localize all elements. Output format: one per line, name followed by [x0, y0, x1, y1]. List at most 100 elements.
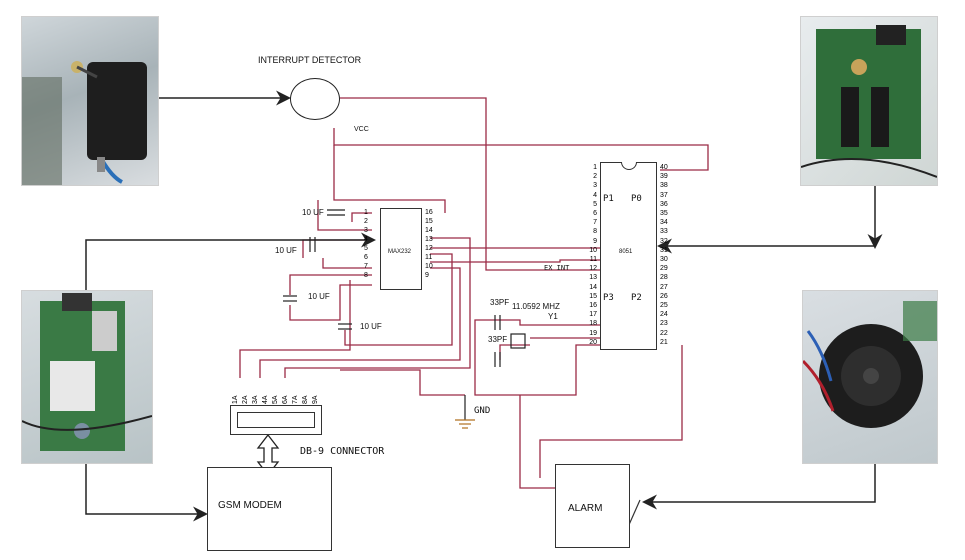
- db9-pin-label: 4A: [262, 395, 269, 404]
- db9-pin-label: 7A: [292, 395, 299, 404]
- mcu-pin-number: 24: [660, 311, 668, 319]
- crystal-cap1-label: 33PF: [490, 298, 510, 307]
- crystal-cap2-label: 33PF: [488, 335, 508, 344]
- mcu-pin-number: 5: [593, 200, 597, 208]
- mcu-pin-number: 9: [593, 237, 597, 245]
- mcu-pin-number: 11: [589, 256, 597, 264]
- mcu-pin-number: 26: [660, 292, 668, 300]
- mcu-pin-number: 14: [589, 283, 597, 291]
- cap3-label: 10 UF: [308, 292, 330, 301]
- max232-pin-number: 8: [364, 272, 368, 279]
- mcu-pin-number: 29: [660, 265, 668, 273]
- max232-pin-number: 14: [425, 227, 433, 234]
- mcu-pin-number: 8: [593, 228, 597, 236]
- buzzer-photo: [802, 290, 938, 464]
- mcu-pin-number: 18: [589, 320, 597, 328]
- max232-pin-number: 3: [364, 227, 368, 234]
- mcu-pin-number: 36: [660, 200, 668, 208]
- mcu-pin-number: 27: [660, 283, 668, 291]
- microcontroller-board-photo: [800, 16, 938, 186]
- mcu-pin-number: 13: [589, 274, 597, 282]
- mcu-pin-number: 37: [660, 191, 668, 199]
- mcu-pin-number: 7: [593, 219, 597, 227]
- mcu-pin-number: 19: [589, 329, 597, 337]
- max232-pin-number: 9: [425, 272, 429, 279]
- mcu-pin-number: 40: [660, 164, 668, 171]
- port-p0-label: P0: [631, 194, 642, 204]
- max232-left-pins: 1 2 3 4 5 6 7 8: [364, 208, 368, 280]
- flow-arrows: [85, 90, 883, 522]
- db9-pin-label: 3A: [252, 395, 259, 404]
- alarm-label: ALARM: [568, 503, 603, 514]
- db9-pin-label: 9A: [312, 395, 319, 404]
- mcu-pin-number: 30: [660, 256, 668, 264]
- mcu-pin-number: 4: [593, 191, 597, 199]
- db9-label: DB-9 CONNECTOR: [300, 446, 385, 457]
- mcu-pin-number: 33: [660, 228, 668, 236]
- port-p3-label: P3: [603, 293, 614, 303]
- max232-pin-number: 11: [425, 254, 433, 261]
- ex-int-label: EX INT: [544, 264, 570, 272]
- mcu-pin-number: 2: [593, 173, 597, 181]
- mcu-pin-number: 28: [660, 274, 668, 282]
- crystal-ref-label: Y1: [548, 312, 558, 321]
- gsm-board-photo: [21, 290, 153, 464]
- db9-pin-label: 8A: [302, 395, 309, 404]
- port-p1-label: P1: [603, 194, 614, 204]
- max232-pin-number: 10: [425, 263, 433, 270]
- mcu-pin-number: 1: [593, 164, 597, 171]
- gsm-modem-label: GSM MODEM: [218, 500, 282, 511]
- mcu-8051-chip: P1 P0 8051 P3 P2: [600, 162, 657, 350]
- mcu-pin-number: 39: [660, 173, 668, 181]
- interrupt-detector-label: INTERRUPT DETECTOR: [258, 55, 362, 65]
- max232-pin-number: 5: [364, 245, 368, 252]
- max232-right-pins: 16 15 14 13 12 11 10 9: [425, 208, 433, 280]
- db9-connector: [230, 405, 322, 435]
- mcu-pin-number: 22: [660, 329, 668, 337]
- interrupt-detector-symbol: [290, 78, 340, 120]
- limit-switch-photo: [21, 16, 159, 186]
- mcu-pin-number: 34: [660, 219, 668, 227]
- db9-pin-label: 1A: [232, 395, 239, 404]
- mcu-pin-number: 10: [589, 246, 597, 254]
- mcu-pin-number: 21: [660, 338, 668, 346]
- max232-pin-number: 7: [364, 263, 368, 270]
- max232-pin-number: 16: [425, 209, 433, 216]
- mcu-pin-number: 15: [589, 292, 597, 300]
- db9-pin-label: 6A: [282, 395, 289, 404]
- mcu-pin-number: 3: [593, 182, 597, 190]
- max232-pin-number: 13: [425, 236, 433, 243]
- mcu-pin-number: 23: [660, 320, 668, 328]
- max232-label: MAX232: [388, 249, 412, 255]
- gsm-modem-block: GSM MODEM: [207, 467, 332, 551]
- cap2-label: 10 UF: [275, 246, 297, 255]
- mcu-pin-number: 32: [660, 237, 668, 245]
- mcu-label: 8051: [619, 249, 633, 255]
- mcu-pin-number: 16: [589, 302, 597, 310]
- max232-pin-number: 12: [425, 245, 433, 252]
- gnd-label: GND: [474, 406, 491, 416]
- mcu-pin-number: 31: [660, 246, 668, 254]
- max232-pin-number: 15: [425, 218, 433, 225]
- mcu-pin-number: 25: [660, 302, 668, 310]
- db9-pin-label: 5A: [272, 395, 279, 404]
- max232-pin-number: 4: [364, 236, 368, 243]
- max232-pin-number: 6: [364, 254, 368, 261]
- port-p2-label: P2: [631, 293, 642, 303]
- cap1-label: 10 UF: [302, 208, 324, 217]
- mcu-pin-number: 17: [589, 311, 597, 319]
- mcu-pin-number: 35: [660, 210, 668, 218]
- alarm-block: ALARM: [555, 464, 630, 548]
- db9-pin-label: 2A: [242, 395, 249, 404]
- max232-pin-number: 1: [364, 209, 368, 216]
- mcu-pin-number: 6: [593, 210, 597, 218]
- schematic-wires: [239, 97, 709, 489]
- mcu-pin-number: 38: [660, 182, 668, 190]
- max232-pin-number: 2: [364, 218, 368, 225]
- mcu-pin-number: 12: [589, 265, 597, 273]
